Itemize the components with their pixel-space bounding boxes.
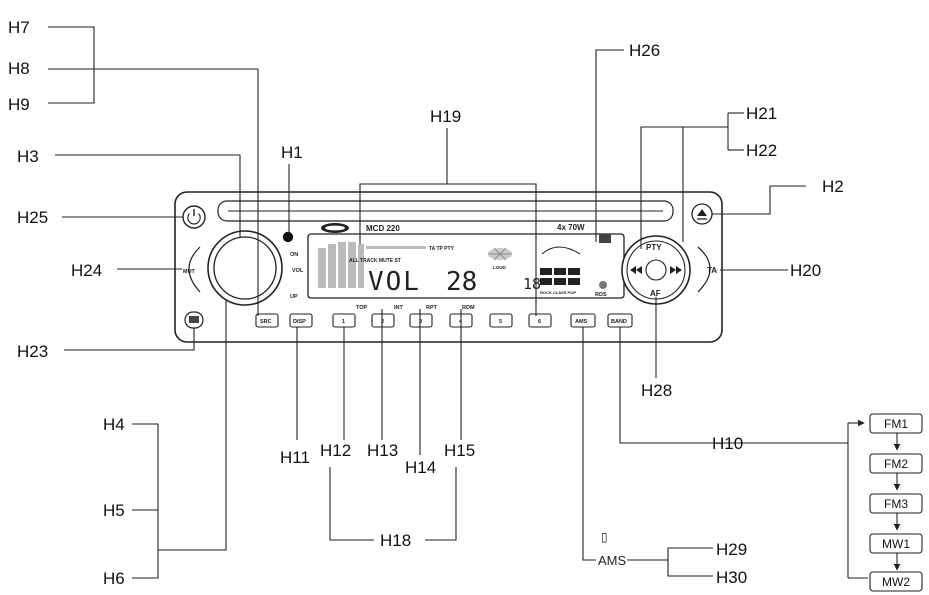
label-h12: H12 (320, 441, 351, 460)
ams-button-label: AMS (575, 319, 588, 325)
ta-label: TA (707, 266, 717, 275)
label-h25: H25 (17, 208, 48, 227)
preset-3-button[interactable] (409, 313, 433, 328)
label-h9: H9 (8, 95, 30, 114)
power-label: 4x 70W (557, 223, 585, 232)
led-indicator (282, 231, 294, 243)
preset-6-button[interactable] (528, 313, 552, 328)
knob-vol-label: VOL (292, 268, 304, 274)
preset-5-label: 5 (499, 319, 502, 325)
leader-lines (48, 26, 901, 579)
lcd-sub-number: 18 (523, 275, 541, 293)
right-nub (697, 246, 711, 293)
band-mw2-box (869, 571, 923, 592)
lcd-mode: ALL TRACK MUTE ST (349, 258, 401, 264)
lcd-sun-icon (488, 247, 512, 261)
label-h4: H4 (103, 415, 125, 434)
volume-knob[interactable] (207, 230, 283, 306)
label-h2: H2 (822, 177, 844, 196)
lcd-side-text: LOUD (493, 265, 506, 270)
lcd-icons: TA TP PTY (429, 246, 455, 252)
src-button-label: SRC (260, 319, 272, 325)
band-mw1-box (869, 533, 923, 554)
label-h11: H11 (280, 448, 310, 467)
label-h7: H7 (8, 18, 30, 37)
label-h22: H22 (746, 141, 777, 160)
label-h13: H13 (367, 441, 398, 460)
label-h3: H3 (17, 147, 39, 166)
band-mw2: MW2 (882, 575, 910, 589)
knob-on-label: ON (290, 252, 298, 258)
label-h28: H28 (641, 381, 672, 400)
band-fm1-box (869, 413, 923, 434)
int-label: INT (394, 305, 404, 311)
pty-button[interactable]: PTY (646, 243, 662, 252)
display-sensor (599, 234, 611, 243)
eject-icon (697, 209, 707, 216)
label-h1: H1 (281, 143, 303, 162)
label-h29: H29 (716, 540, 747, 559)
ams-glyph: ▯ (601, 530, 608, 544)
band-fm3-box (869, 493, 923, 514)
label-h18: H18 (380, 531, 411, 550)
label-h15: H15 (444, 441, 475, 460)
rds-label: RDS (595, 292, 607, 298)
band-button-label: BAND (611, 319, 627, 325)
label-h20: H20 (790, 261, 821, 280)
label-h21: H21 (746, 104, 777, 123)
label-h30: H30 (716, 568, 747, 587)
disp-button[interactable] (289, 313, 313, 328)
power-icon (187, 209, 201, 225)
seek-forward-icon[interactable] (670, 266, 682, 274)
band-fm2-box (869, 453, 923, 474)
mute-label: MUT (183, 269, 196, 275)
disp-button-label: DISP (293, 319, 306, 325)
label-h5: H5 (103, 501, 125, 520)
band-fm3: FM3 (884, 497, 908, 511)
preset-5-button[interactable] (489, 313, 513, 328)
left-nub (188, 246, 201, 293)
rds-icon (599, 281, 607, 289)
preset-6-label: 6 (538, 319, 541, 325)
radio-faceplate: MUT TA ON VOL UP MCD 220 4x 70W (174, 191, 723, 343)
lcd-number: 28 (446, 267, 477, 297)
lcd-main-text: VOL (368, 267, 421, 297)
release-icon (189, 316, 199, 323)
src-button[interactable] (255, 313, 279, 328)
brand-logo (321, 223, 349, 233)
lcd-bargraph (318, 242, 426, 288)
preset-2-button[interactable] (371, 313, 395, 328)
label-h6: H6 (103, 569, 125, 588)
label-h14: H14 (405, 458, 436, 477)
label-h10: H10 (712, 434, 743, 453)
top-label: TOP (356, 305, 368, 311)
model-label: MCD 220 (366, 224, 400, 233)
band-fm2: FM2 (884, 457, 908, 471)
nav-pad[interactable] (621, 235, 691, 305)
lcd-eq-text: ROCK CLASS POP (540, 290, 576, 295)
label-h26: H26 (629, 41, 660, 60)
label-h24: H24 (71, 261, 102, 280)
seek-back-icon[interactable] (630, 266, 642, 274)
preset-1-label: 1 (342, 319, 345, 325)
rpt-label: RPT (426, 305, 438, 311)
lcd-eq-grid (540, 246, 581, 285)
label-h8: H8 (8, 59, 30, 78)
rdm-label: RDM (462, 305, 475, 311)
band-fm1: FM1 (884, 417, 908, 431)
label-ams: AMS (598, 553, 627, 568)
band-mw1: MW1 (882, 537, 910, 551)
knob-up-label: UP (290, 294, 298, 300)
label-h23: H23 (17, 342, 48, 361)
label-h19: H19 (430, 107, 461, 126)
af-button[interactable]: AF (650, 289, 661, 298)
callout-labels: H7 H8 H9 H3 H1 H19 H25 H24 H23 H4 H5 H6 … (8, 18, 844, 588)
band-sequence: FM1 FM2 FM3 MW1 MW2 (869, 413, 923, 592)
